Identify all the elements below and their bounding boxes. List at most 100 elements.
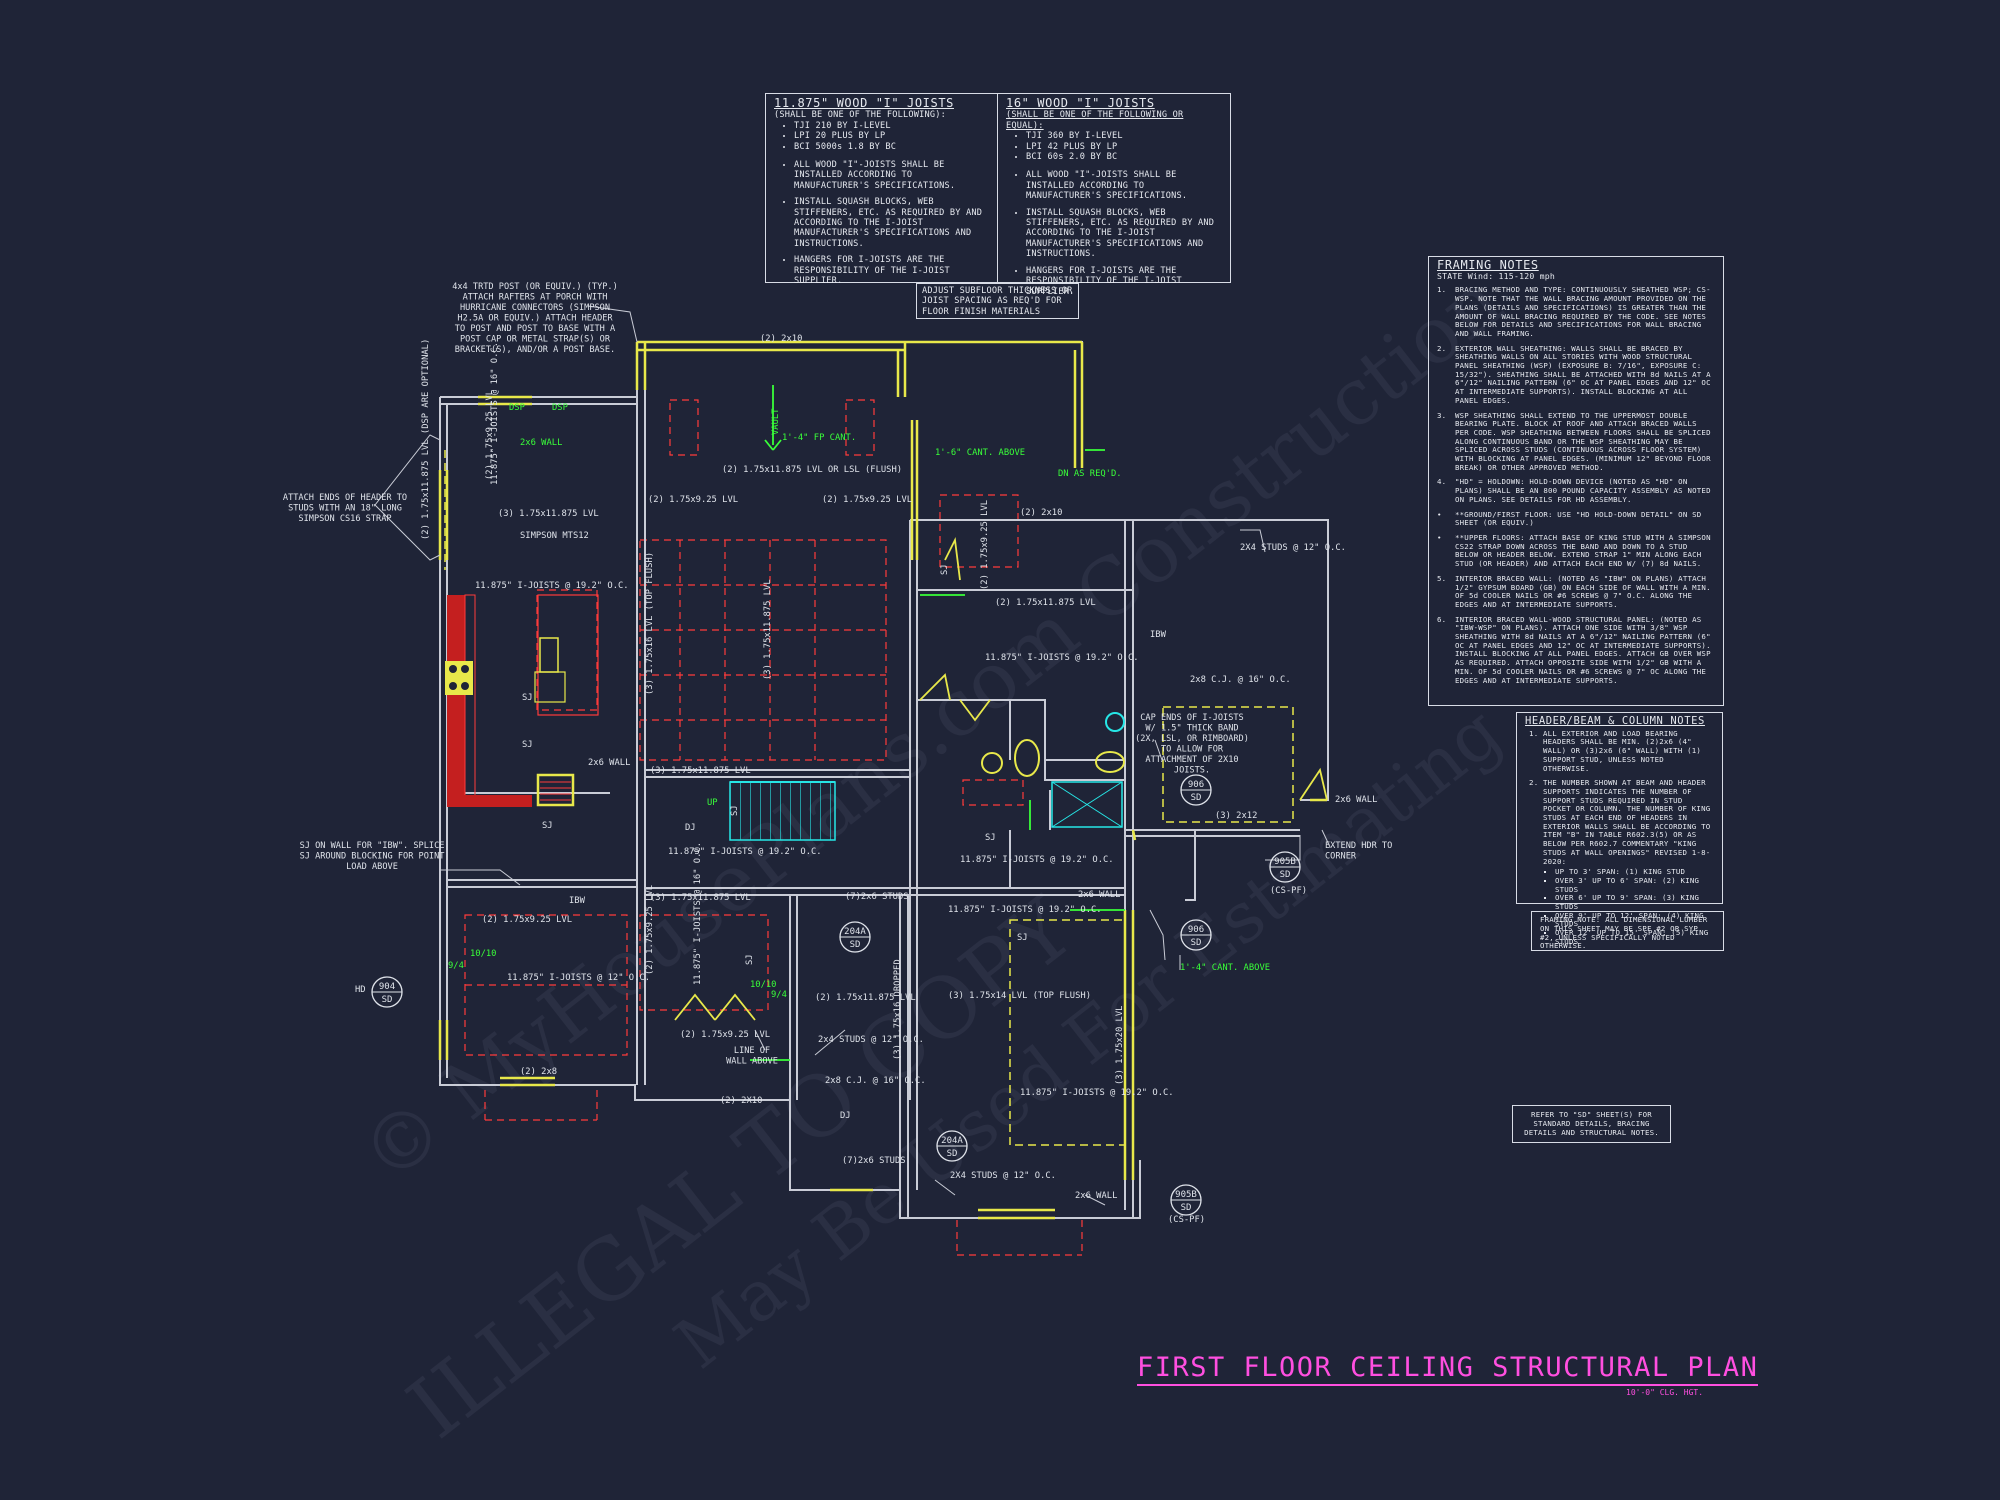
joist-16-heading: 16" WOOD "I" JOISTS bbox=[1006, 96, 1155, 110]
plan-label-lvl925-a: (2) 1.75x9.25 LVL bbox=[648, 495, 738, 505]
plan-label-lvl118-c: (3) 1.75x11.875 LVL bbox=[650, 766, 751, 776]
subfloor-note: ADJUST SUBFLOOR THICKNESS OR JOIST SPACI… bbox=[916, 283, 1079, 319]
joist-16-column: 16" WOOD "I" JOISTS (SHALL BE ONE OF THE… bbox=[998, 94, 1232, 297]
plan-label-dj: DJ bbox=[840, 1111, 851, 1121]
ceiling-height: 10'-0" CLG. HGT. bbox=[1626, 1388, 1704, 1397]
plan-label-cant-above: 1'-6" CANT. ABOVE bbox=[935, 448, 1025, 458]
plan-label-lvl118-f: (3) 1.75x11.875 LVL bbox=[763, 579, 773, 680]
framing-note-item: 4."HD" = HOLDOWN: HOLD-DOWN DEVICE (NOTE… bbox=[1437, 478, 1715, 504]
plan-label-sj: SJ bbox=[985, 833, 996, 843]
framing-note-number: 1. bbox=[1437, 285, 1447, 295]
i-joist-table: 11.875" WOOD "I" JOISTS (SHALL BE ONE OF… bbox=[765, 93, 1232, 297]
framing-note-number: 3. bbox=[1437, 410, 1447, 420]
header-beam-notes: HEADER/BEAM & COLUMN NOTES ALL EXTERIOR … bbox=[1516, 712, 1723, 946]
plan-label-dropped: (3) 1.75x16 DROPPED bbox=[893, 959, 903, 1060]
framing-notes: FRAMING NOTES STATE Wind: 115-120 mph 1.… bbox=[1428, 256, 1724, 706]
plan-label-studs-12c: 2X4 STUDS @ 12" O.C. bbox=[950, 1171, 1056, 1181]
stair bbox=[729, 781, 1123, 841]
plan-label-l2x8-bot: (2) 2x8 bbox=[520, 1067, 557, 1077]
joist-118-column: 11.875" WOOD "I" JOISTS (SHALL BE ONE OF… bbox=[766, 94, 998, 286]
bath-fixtures bbox=[981, 712, 1125, 777]
plan-label-sj: SJ bbox=[522, 693, 533, 703]
plan-label-ij-192: 11.875" I-JOISTS @ 19.2" O.C. bbox=[948, 905, 1102, 915]
plan-label-l2x10-top: (2) 2x10 bbox=[760, 334, 802, 344]
bubble-detail-number: 906 bbox=[1188, 780, 1204, 790]
plan-label-ibw: IBW bbox=[1150, 630, 1167, 640]
framing-note-number: 6. bbox=[1437, 614, 1447, 624]
framing-note-text: "HD" = HOLDOWN: HOLD-DOWN DEVICE (NOTED … bbox=[1455, 477, 1711, 504]
beams bbox=[438, 340, 1327, 1220]
joist-note: ALL WOOD "I"-JOISTS SHALL BE INSTALLED A… bbox=[1026, 170, 1224, 201]
joist-option: LPI 20 PLUS BY LP bbox=[794, 131, 989, 141]
plan-label-wall-2x6d: 2x6 WALL bbox=[1335, 795, 1377, 805]
framing-note-item: 5. INTERIOR BRACED WALL: (NOTED AS "IBW" … bbox=[1437, 573, 1715, 610]
plan-label-wall-2x6b: 2x6 WALL bbox=[1078, 890, 1120, 900]
plan-label-lvl16-top: (3) 1.75x16 LVL (TOP FLUSH) bbox=[645, 552, 655, 695]
plan-label-cj-16b: 2x8 C.J. @ 16" O.C. bbox=[825, 1076, 926, 1086]
plan-label-lvl118-a: (3) 1.75x11.875 LVL bbox=[498, 509, 599, 519]
plan-label-studs-12: 2X4 STUDS @ 12" O.C. bbox=[1240, 543, 1346, 553]
framing-note-text: EXTERIOR WALL SHEATHING: WALLS SHALL BE … bbox=[1455, 343, 1711, 405]
bubble-sheet: SD bbox=[382, 995, 393, 1005]
plan-label-wall-2x6c: 2x6 WALL bbox=[1075, 1191, 1117, 1201]
plan-label-ij-16: 11.875" I-JOISTS @ 16" O.C. bbox=[693, 842, 703, 985]
bubble-sheet: SD bbox=[1181, 1203, 1192, 1213]
plan-label-l2x10-bot: (2) 2X10 bbox=[720, 1096, 762, 1106]
plan-label-cant-above-b: 1'-4" CANT. ABOVE bbox=[1180, 963, 1270, 973]
framing-notes-heading: FRAMING NOTES bbox=[1437, 258, 1539, 272]
plan-label-v94: 9/4 bbox=[448, 961, 464, 971]
plan-label-studs-12b: 2x4 STUDS @ 12" O.C. bbox=[818, 1035, 924, 1045]
plan-label-sj: SJ bbox=[745, 954, 755, 965]
framing-note-item: •**UPPER FLOORS: ATTACH BASE OF KING STU… bbox=[1437, 533, 1715, 569]
joist-note: HANGERS FOR I-JOISTS ARE THE RESPONSIBIL… bbox=[794, 255, 989, 286]
plan-label-ij-12: 11.875" I-JOISTS @ 12" O.C. bbox=[507, 973, 650, 983]
plan-label-dsp: DSP bbox=[509, 403, 525, 413]
joist-option: BCI 60s 2.0 BY BC bbox=[1026, 152, 1224, 162]
framing-notes-list: 1. BRACING METHOD AND TYPE: CONTINUOUSLY … bbox=[1437, 286, 1715, 685]
plan-label-lvl925-c: (2) 1.75x9.25 LVL bbox=[482, 915, 572, 925]
bubble-sheet: SD bbox=[1191, 938, 1202, 948]
detail-bubble[interactable]: 905B SD bbox=[1170, 1184, 1202, 1216]
plan-label-cs-pf: (CS-PF) bbox=[1270, 886, 1307, 896]
joist-118-sub: (SHALL BE ONE OF THE FOLLOWING): bbox=[774, 110, 946, 121]
bubble-sheet: SD bbox=[850, 940, 861, 950]
framing-note-item: 3. WSP SHEATHING SHALL EXTEND TO THE UPPE… bbox=[1437, 410, 1715, 473]
header-note: THE NUMBER SHOWN AT BEAM AND HEADER SUPP… bbox=[1543, 778, 1714, 866]
plan-label-lvl20: (3) 1.75x20 LVL bbox=[1115, 1006, 1125, 1085]
joist-option: LPI 42 PLUS BY LP bbox=[1026, 142, 1224, 152]
bubble-detail-number: 905B bbox=[1175, 1190, 1197, 1200]
plan-label-cs-pf: (CS-PF) bbox=[1168, 1215, 1205, 1225]
joist-note: ALL WOOD "I"-JOISTS SHALL BE INSTALLED A… bbox=[794, 160, 989, 191]
plan-label-lvl-flush: (2) 1.75x11.875 LVL OR LSL (FLUSH) bbox=[722, 465, 902, 475]
plan-label-hdr-2x12: (3) 2x12 bbox=[1215, 811, 1257, 821]
joist-118-heading: 11.875" WOOD "I" JOISTS bbox=[774, 96, 954, 110]
framing-note-number: 2. bbox=[1437, 343, 1447, 353]
framing-notes-state: STATE Wind: 115-120 mph bbox=[1437, 270, 1555, 281]
joist-note: INSTALL SQUASH BLOCKS, WEB STIFFENERS, E… bbox=[794, 197, 989, 249]
framing-note-text: WSP SHEATHING SHALL EXTEND TO THE UPPERM… bbox=[1455, 410, 1711, 472]
plan-label-fp-cant: 1'-4" FP CANT. bbox=[782, 433, 856, 443]
plan-label-lvl118-b: (2) 1.75x11.875 LVL bbox=[995, 598, 1096, 608]
plan-label-dn: DN AS REQ'D. bbox=[1058, 469, 1122, 479]
framing-note-text: INTERIOR BRACED WALL: (NOTED AS "IBW" ON… bbox=[1455, 573, 1711, 609]
framing-note-text: BRACING METHOD AND TYPE: CONTINUOUSLY SH… bbox=[1455, 285, 1711, 338]
span-rule: OVER 3' UP TO 6' SPAN: (2) KING STUDS bbox=[1555, 876, 1714, 894]
framing-note-item: •**GROUND/FIRST FLOOR: USE "HD HOLD-DOWN… bbox=[1437, 510, 1715, 528]
framing-note-number: 5. bbox=[1437, 573, 1447, 583]
plan-label-sj: SJ bbox=[542, 821, 553, 831]
span-rule: OVER 6' UP TO 9' SPAN: (3) KING STUDS bbox=[1555, 893, 1714, 911]
plan-label-ibw: IBW bbox=[569, 896, 586, 906]
plan-label-lvl925-b: (2) 1.75x9.25 LVL bbox=[822, 495, 912, 505]
framing-note-item: 1. BRACING METHOD AND TYPE: CONTINUOUSLY … bbox=[1437, 286, 1715, 338]
sheet-title: FIRST FLOOR CEILING STRUCTURAL PLAN bbox=[1137, 1352, 1759, 1386]
plan-label-lvl118-e: (2) 1.75x11.875 LVL bbox=[815, 993, 916, 1003]
